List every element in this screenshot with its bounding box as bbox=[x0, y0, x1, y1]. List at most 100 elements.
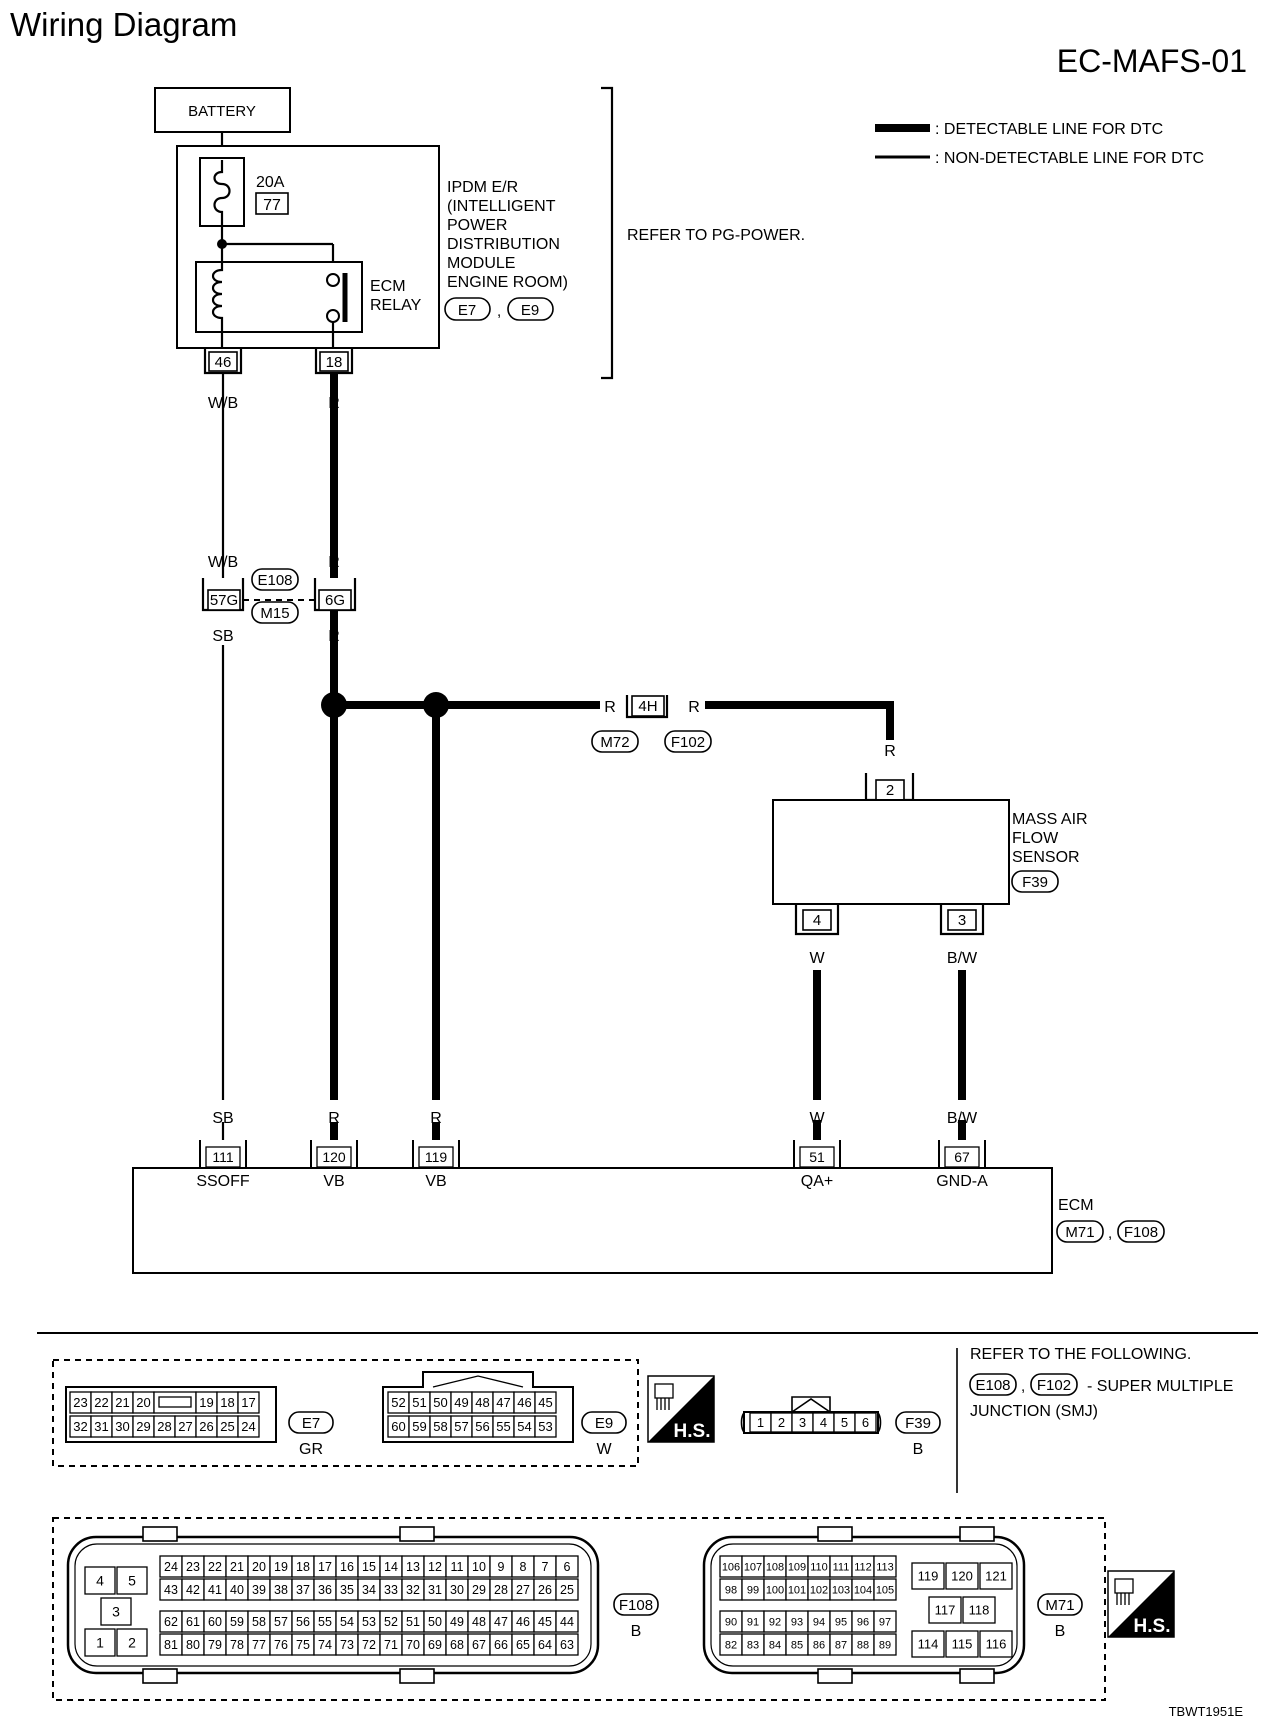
figure-id: TBWT1951E bbox=[1169, 1704, 1244, 1719]
f108-pin-11-label: 11 bbox=[451, 1560, 464, 1574]
e7-pin-32-label: 32 bbox=[73, 1419, 87, 1434]
f108-pin-73-label: 73 bbox=[340, 1638, 354, 1652]
wire-label-r-ecm-120: R bbox=[328, 1110, 340, 1127]
e7-pin-19-label: 19 bbox=[199, 1395, 213, 1410]
wire-label-r-f102: R bbox=[688, 699, 700, 716]
m71-pin-108-label: 108 bbox=[766, 1561, 784, 1573]
f108-pin-37-label: 37 bbox=[296, 1583, 310, 1597]
e9-pin-45-label: 45 bbox=[538, 1395, 552, 1410]
e9-pin-46-label: 46 bbox=[517, 1395, 531, 1410]
f108-pin-71-label: 71 bbox=[384, 1638, 398, 1652]
ipdm-label-4: DISTRIBUTION bbox=[447, 236, 560, 253]
f108-pin-58-label: 58 bbox=[252, 1615, 266, 1629]
ecm-pin-120-label: 120 bbox=[322, 1149, 346, 1165]
refer-note-e108: E108 bbox=[975, 1377, 1010, 1394]
m71-pin-96-label: 96 bbox=[857, 1616, 869, 1628]
ecm-pin-119-label: 119 bbox=[425, 1149, 448, 1165]
connector-tag-f108-label: F108 bbox=[1124, 1224, 1158, 1241]
f108-pin-41-label: 41 bbox=[208, 1583, 222, 1597]
f108-pin-22-label: 22 bbox=[208, 1560, 222, 1574]
f108-pin-8-label: 8 bbox=[520, 1560, 527, 1574]
m71-pin-104-label: 104 bbox=[854, 1584, 872, 1596]
maf-pin-2-label: 2 bbox=[886, 782, 894, 799]
f108-pin-51-label: 51 bbox=[406, 1615, 420, 1629]
f108-pin-42-label: 42 bbox=[186, 1583, 200, 1597]
m71-pin-103-label: 103 bbox=[832, 1584, 850, 1596]
m71-pin-105 bbox=[873, 1578, 897, 1601]
m71-pin-91-label: 91 bbox=[747, 1616, 759, 1628]
m71-pin-87-label: 87 bbox=[835, 1639, 847, 1651]
f108-pin-18-label: 18 bbox=[296, 1560, 310, 1574]
m71-pin-97-label: 97 bbox=[879, 1616, 891, 1628]
junction-pin-57g-label: 57G bbox=[210, 592, 238, 609]
e7-pin-26-label: 26 bbox=[199, 1419, 213, 1434]
f108-pin-62-label: 62 bbox=[164, 1615, 178, 1629]
f108-pin-2-label: 2 bbox=[128, 1635, 136, 1651]
f108-pin-64-label: 64 bbox=[538, 1638, 552, 1652]
ipdm-pin-18 bbox=[319, 351, 349, 372]
e7-pin-20-label: 20 bbox=[136, 1395, 150, 1410]
wire-label-w-top: W bbox=[809, 950, 825, 967]
f108-pin-39-label: 39 bbox=[252, 1583, 266, 1597]
m71-pin-117-label: 117 bbox=[935, 1603, 956, 1618]
f108-pin-40-label: 40 bbox=[230, 1583, 244, 1597]
m71-pin-85-label: 85 bbox=[791, 1639, 803, 1651]
m71-pin-95-label: 95 bbox=[835, 1616, 847, 1628]
e9-pin-50-label: 50 bbox=[433, 1395, 447, 1410]
e7-pin-27-label: 27 bbox=[178, 1419, 192, 1434]
f108-pin-7-label: 7 bbox=[542, 1560, 549, 1574]
m71-pin-113 bbox=[873, 1555, 897, 1578]
m71-pin-101-label: 101 bbox=[788, 1584, 806, 1596]
e9-pin-59-label: 59 bbox=[412, 1419, 426, 1434]
f108-pin-48-label: 48 bbox=[472, 1615, 486, 1629]
connector-f39-id: F39 bbox=[905, 1415, 931, 1432]
m71-pin-90-label: 90 bbox=[725, 1616, 737, 1628]
maf-pin-4-label: 4 bbox=[813, 912, 821, 929]
battery-label: BATTERY bbox=[188, 103, 256, 120]
wire-label-r-ecm-119: R bbox=[430, 1110, 442, 1127]
connector-tag-f108-view bbox=[613, 1593, 659, 1616]
f108-pin-3-label: 3 bbox=[112, 1604, 120, 1620]
f108-pin-56-label: 56 bbox=[296, 1615, 310, 1629]
f108-pin-76-label: 76 bbox=[274, 1638, 288, 1652]
ecm-pin-119-name: VB bbox=[425, 1173, 446, 1190]
f108-pin-54-label: 54 bbox=[340, 1615, 354, 1629]
f108-pin-25 bbox=[555, 1578, 579, 1601]
wire-label-r-top: R bbox=[328, 395, 340, 412]
f108-pin-78-label: 78 bbox=[230, 1638, 244, 1652]
legend-non-detectable: : NON-DETECTABLE LINE FOR DTC bbox=[935, 150, 1204, 167]
f39-pin-6-label: 6 bbox=[862, 1415, 869, 1430]
ecm-pin-111-label: 111 bbox=[212, 1149, 233, 1165]
junction-e108-m15: 57G 6G E108 M15 bbox=[201, 568, 357, 624]
m71-pin-100-label: 100 bbox=[766, 1584, 784, 1596]
fuse-number-box bbox=[255, 192, 289, 215]
e9-pin-45 bbox=[534, 1391, 557, 1414]
connector-f108-id: F108 bbox=[619, 1597, 653, 1614]
m71-pin-106-label: 106 bbox=[722, 1561, 740, 1573]
f39-pin-4-label: 4 bbox=[820, 1415, 827, 1430]
ecm-pin-111 bbox=[205, 1146, 241, 1168]
wire-label-wb-junction: W/B bbox=[208, 554, 238, 571]
f108-pin-20-label: 20 bbox=[252, 1560, 266, 1574]
junction-pin-6g-label: 6G bbox=[325, 592, 345, 609]
m71-pin-83-label: 83 bbox=[747, 1639, 759, 1651]
f108-pin-21-label: 21 bbox=[230, 1560, 244, 1574]
m71-pin-121 bbox=[979, 1562, 1013, 1590]
f108-pin-29-label: 29 bbox=[472, 1583, 486, 1597]
f108-pin-4 bbox=[84, 1566, 116, 1595]
ipdm-label-1: IPDM E/R bbox=[447, 179, 518, 196]
f108-pin-53-label: 53 bbox=[362, 1615, 376, 1629]
relay-contact-upper bbox=[326, 273, 340, 287]
connector-tag-e7-label: E7 bbox=[458, 302, 476, 319]
e9-pin-52-label: 52 bbox=[391, 1395, 405, 1410]
f108-pin-17-label: 17 bbox=[318, 1560, 332, 1574]
connector-e7-id: E7 bbox=[302, 1415, 320, 1432]
maf-pin-4 bbox=[802, 909, 832, 931]
e7-pin-30-label: 30 bbox=[115, 1419, 129, 1434]
hs-badge-label: H.S. bbox=[1134, 1616, 1171, 1637]
f108-pin-59-label: 59 bbox=[230, 1615, 244, 1629]
f108-pin-6-label: 6 bbox=[564, 1560, 571, 1574]
f108-pin-34-label: 34 bbox=[362, 1583, 376, 1597]
f108-pin-45-label: 45 bbox=[538, 1615, 552, 1629]
f108-pin-69-label: 69 bbox=[428, 1638, 442, 1652]
